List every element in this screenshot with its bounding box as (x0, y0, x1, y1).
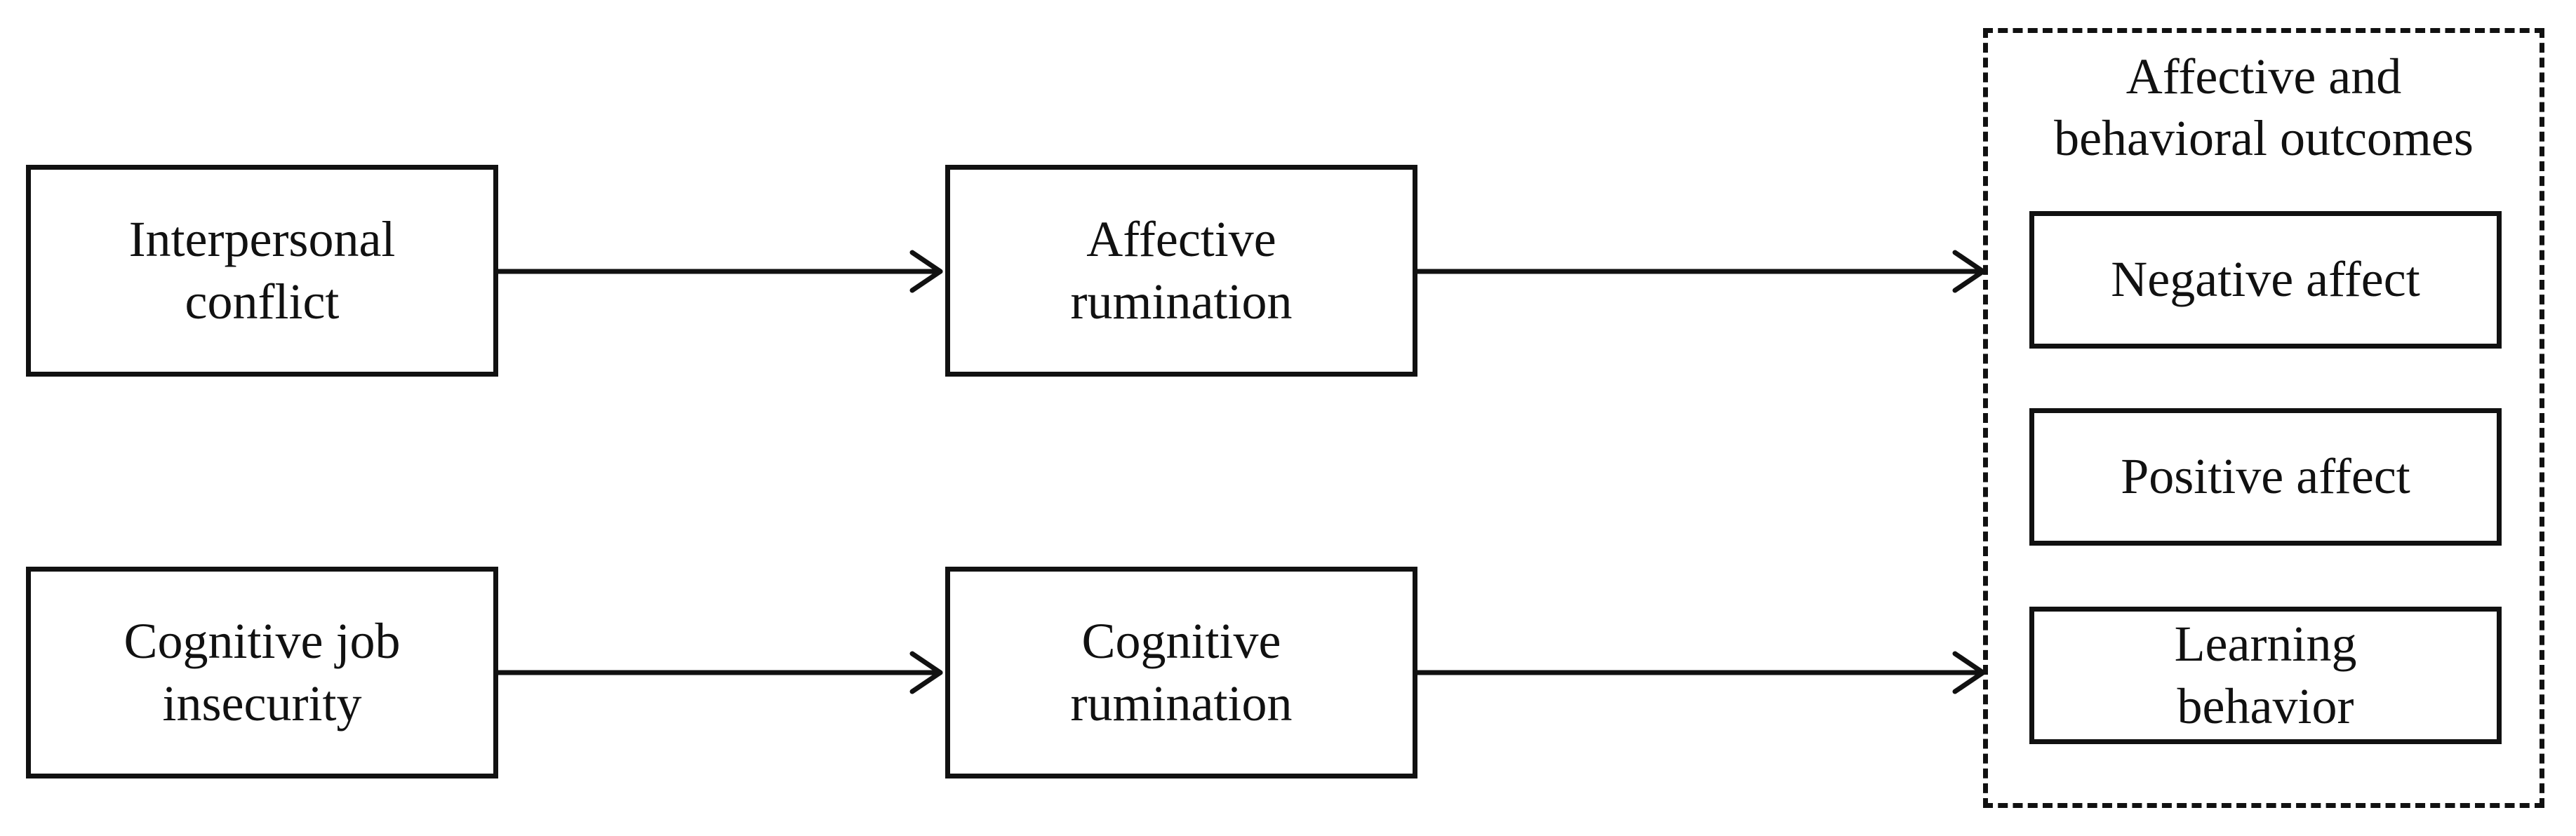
arrowhead-affective-rumination (909, 250, 943, 293)
node-cognitive-job-insecurity: Cognitive job insecurity (26, 567, 498, 778)
node-cognitive-rumination: Cognitive rumination (945, 567, 1417, 778)
outcomes-group (1983, 28, 2544, 808)
node-learning-behavior-label: Learning behavior (2174, 615, 2357, 734)
node-learning-behavior: Learning behavior (2029, 607, 2502, 744)
arrowhead-cognitive-rumination (909, 651, 943, 694)
node-interpersonal-conflict: Interpersonal conflict (26, 165, 498, 377)
node-affective-rumination-label: Affective rumination (1070, 210, 1293, 330)
node-negative-affect: Negative affect (2029, 211, 2502, 349)
node-negative-affect-label: Negative affect (2111, 251, 2420, 308)
node-positive-affect: Positive affect (2029, 408, 2502, 546)
outcomes-group-title: Affective and behavioral outcomes (2054, 48, 2474, 166)
node-affective-rumination: Affective rumination (945, 165, 1417, 377)
node-positive-affect-label: Positive affect (2121, 448, 2410, 505)
node-cognitive-rumination-label: Cognitive rumination (1070, 612, 1293, 732)
node-interpersonal-conflict-label: Interpersonal conflict (128, 210, 396, 330)
node-cognitive-job-insecurity-label: Cognitive job insecurity (124, 612, 401, 732)
